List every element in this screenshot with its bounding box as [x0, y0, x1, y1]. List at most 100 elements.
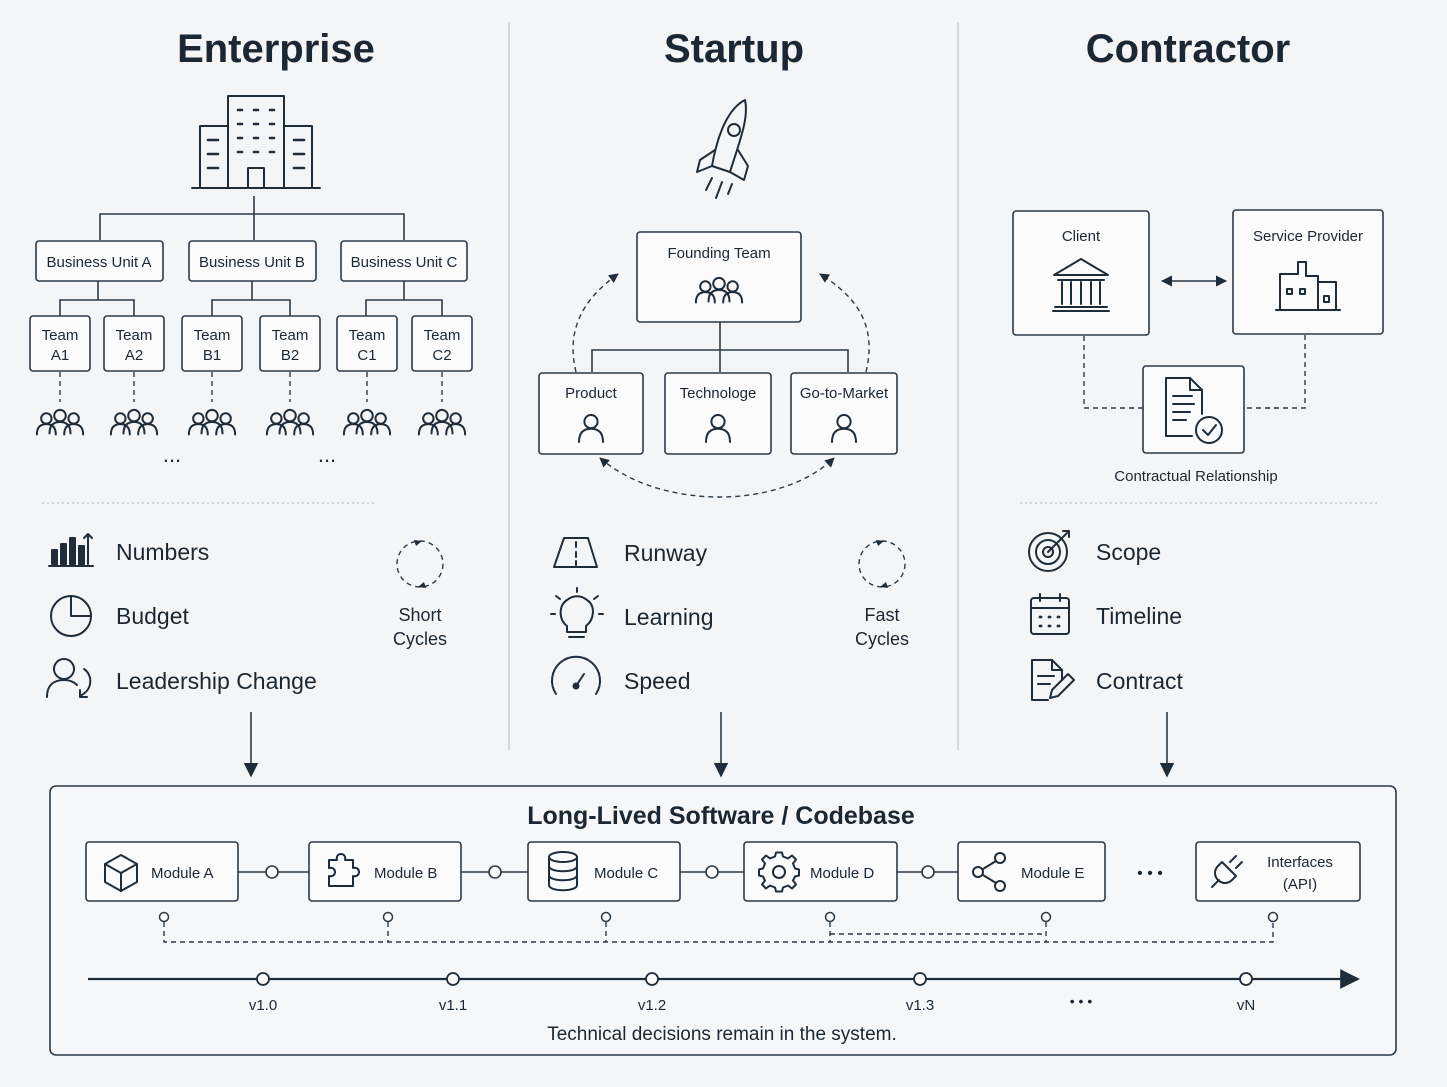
svg-text:Team: Team — [272, 327, 309, 344]
product-label: Product — [565, 385, 618, 402]
svg-text:Module A: Module A — [151, 865, 214, 882]
business-unit-a-box — [35, 240, 164, 282]
svg-text:C1: C1 — [357, 347, 376, 364]
version-label: v1.2 — [638, 997, 666, 1014]
product-box — [538, 372, 644, 455]
svg-text:(API): (API) — [1283, 876, 1317, 893]
svg-text:Module E: Module E — [1021, 865, 1084, 882]
numbers-label: Numbers — [116, 539, 209, 565]
module-a: Module A — [85, 841, 239, 902]
svg-text:B1: B1 — [203, 347, 221, 364]
team-b1: Team B1 — [181, 315, 243, 372]
versions-ellipsis: • • • — [1070, 993, 1093, 1009]
rocket-icon — [696, 99, 749, 199]
people-group-icon — [187, 408, 237, 436]
interfaces-api: Interfaces (API) — [1195, 841, 1361, 902]
go-to-market-box — [790, 372, 898, 455]
service-provider-label: Service Provider — [1253, 228, 1363, 245]
business-unit-c-label: Business Unit C — [351, 254, 458, 271]
feedback-loop-arrow — [819, 273, 870, 373]
org-connector — [59, 280, 135, 316]
module-c: Module C — [527, 841, 681, 902]
startup-section: Startup Founding Team Product Technologe… — [538, 27, 909, 778]
leadership-change-label: Leadership Change — [116, 668, 317, 694]
version-label: vN — [1237, 997, 1255, 1014]
people-group-icon — [109, 408, 159, 436]
person-icon — [705, 414, 731, 443]
contract-link — [1083, 336, 1143, 409]
startup-connector — [591, 322, 849, 372]
module-e: Module E — [957, 841, 1106, 902]
business-unit-b-box — [188, 240, 317, 282]
contract-box — [1142, 365, 1245, 454]
lightbulb-icon — [550, 587, 604, 638]
contract-link — [1244, 335, 1306, 409]
codebase-title: Long-Lived Software / Codebase — [527, 802, 915, 830]
cube-icon — [104, 854, 138, 892]
short-cycles-label: Cycles — [393, 629, 447, 649]
svg-text:B2: B2 — [281, 347, 299, 364]
svg-text:Team: Team — [194, 327, 231, 344]
people-group-icon — [265, 408, 315, 436]
person-icon — [578, 414, 604, 443]
runway-label: Runway — [624, 540, 708, 566]
svg-text:C2: C2 — [432, 347, 451, 364]
org-connector — [211, 280, 291, 316]
svg-text:Team: Team — [424, 327, 461, 344]
svg-text:Team: Team — [349, 327, 386, 344]
founding-team-label: Founding Team — [667, 245, 770, 262]
office-icon — [1275, 261, 1341, 311]
pie-chart-icon — [50, 595, 92, 637]
technology-box — [664, 372, 772, 455]
people-group-icon — [342, 408, 392, 436]
technology-label: Technologe — [680, 385, 757, 402]
svg-text:Team: Team — [42, 327, 79, 344]
svg-text:Module B: Module B — [374, 865, 437, 882]
enterprise-title: Enterprise — [177, 27, 375, 71]
svg-text:Module C: Module C — [594, 865, 658, 882]
speedometer-icon — [551, 655, 601, 695]
target-icon — [1028, 530, 1070, 572]
org-connector — [365, 280, 443, 316]
people-group-icon — [417, 408, 467, 436]
scope-label: Scope — [1096, 539, 1161, 565]
calendar-icon — [1030, 593, 1070, 635]
fast-cycles-label: Cycles — [855, 629, 909, 649]
contractor-section: Contractor Client Service Provider — [1012, 27, 1384, 778]
client-box — [1012, 210, 1150, 336]
codebase-panel: Long-Lived Software / Codebase Module A … — [49, 785, 1397, 1056]
enterprise-section: Enterprise Business Unit A Busi — [29, 27, 473, 778]
module-b: Module B — [308, 841, 462, 902]
contract-label: Contract — [1096, 668, 1184, 694]
units-ellipsis: ... — [318, 442, 336, 467]
learning-label: Learning — [624, 604, 714, 630]
people-group-icon — [35, 408, 85, 436]
modules-ellipsis: • • • — [1137, 865, 1163, 882]
speed-label: Speed — [624, 668, 691, 694]
budget-label: Budget — [116, 603, 190, 629]
codebase-caption: Technical decisions remain in the system… — [547, 1024, 897, 1045]
person-icon — [831, 414, 857, 443]
service-provider-box — [1232, 209, 1384, 335]
svg-text:A1: A1 — [51, 347, 69, 364]
short-cycles-label: Short — [398, 605, 441, 625]
contract-check-icon — [1165, 377, 1223, 444]
contractual-relationship-label: Contractual Relationship — [1114, 468, 1277, 485]
svg-text:Team: Team — [116, 327, 153, 344]
business-unit-a-label: Business Unit A — [46, 254, 151, 271]
share-icon — [972, 852, 1006, 892]
team-a2: Team A2 — [103, 315, 165, 372]
contractor-title: Contractor — [1086, 27, 1290, 71]
business-unit-b-label: Business Unit B — [199, 254, 305, 271]
plug-icon — [1211, 855, 1243, 888]
gear-icon — [758, 851, 800, 893]
svg-text:Module D: Module D — [810, 865, 874, 882]
svg-text:Interfaces: Interfaces — [1267, 854, 1333, 871]
contract-edit-icon — [1031, 659, 1075, 701]
office-building-icon — [191, 95, 321, 189]
short-cycles-icon — [396, 540, 444, 588]
fast-cycles-icon — [858, 540, 906, 588]
fast-cycles-label: Fast — [864, 605, 899, 625]
version-label: v1.0 — [249, 997, 277, 1014]
team-c1: Team C1 — [336, 315, 398, 372]
